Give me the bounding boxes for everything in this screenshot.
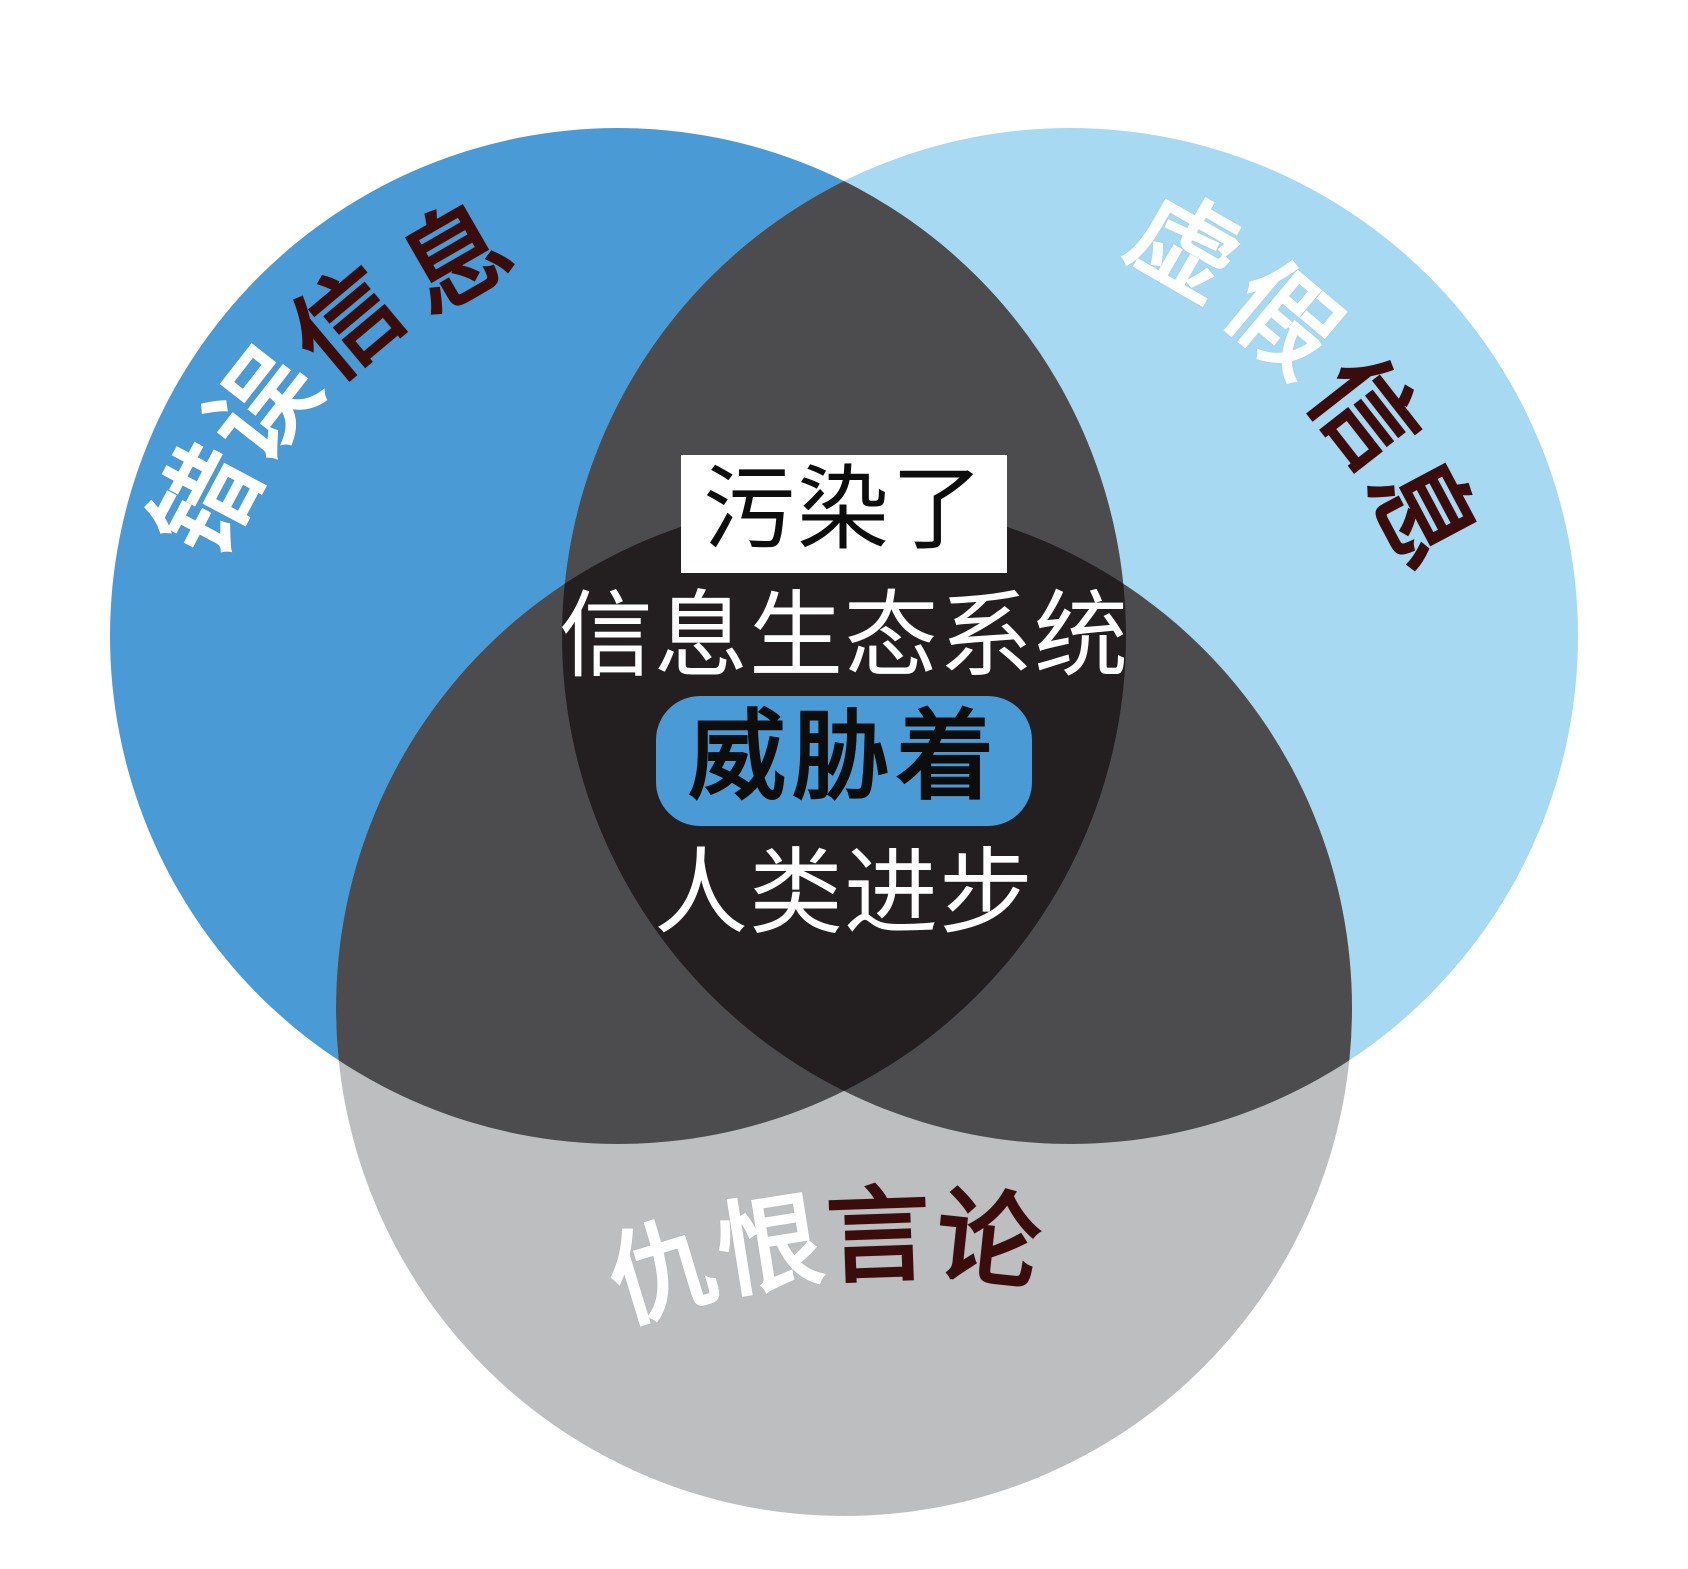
- overlap-triple: [562, 500, 1126, 1144]
